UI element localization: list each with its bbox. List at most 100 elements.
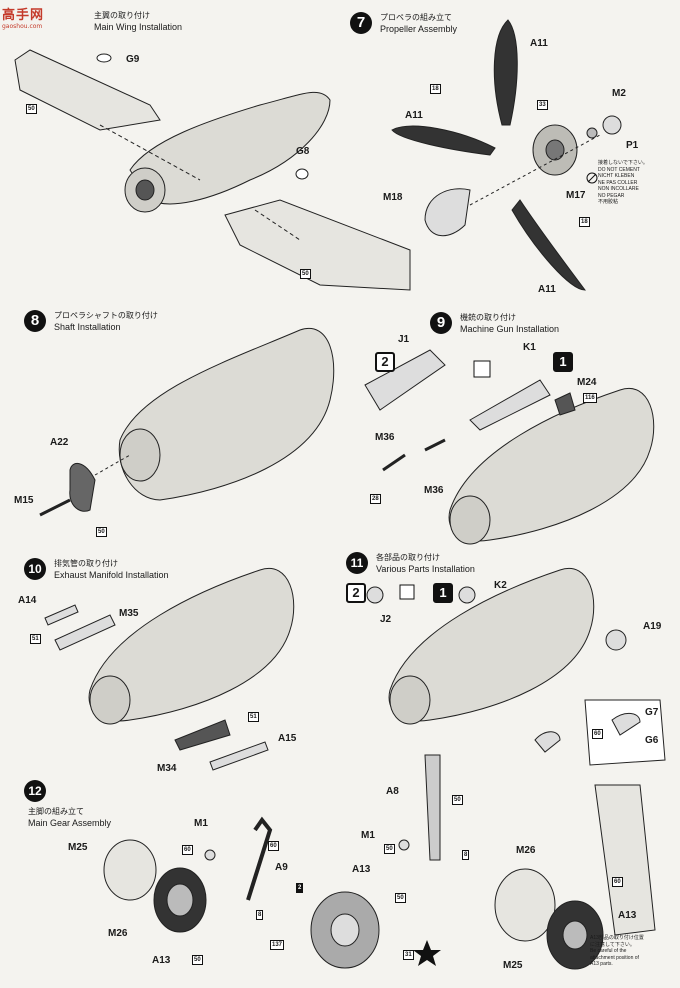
tag-60-m1: 60 (182, 845, 193, 855)
step8-number: 8 (24, 310, 46, 332)
a13-attachment-note: A13部品の取り付け位置 に注意して下さい。 Be careful of the… (590, 935, 644, 967)
main-gear-drawing (103, 754, 656, 970)
step11-title-jp: 各部品の取り付け (376, 553, 440, 562)
part-label-a8: A8 (386, 786, 399, 797)
option-box-1-step11: 1 (433, 583, 453, 603)
tag-8-right: 8 (462, 850, 470, 860)
step6-title-en: Main Wing Installation (94, 22, 183, 32)
step12-number: 12 (24, 780, 46, 802)
step10-title-en: Exhaust Manifold Installation (54, 570, 169, 580)
tag-50-a8: 50 (452, 795, 463, 805)
part-label-g7: G7 (645, 707, 659, 718)
step10-title-jp: 排気管の取り付け (54, 559, 118, 568)
step9-title-jp: 機銃の取り付け (460, 313, 516, 322)
tag-116: 116 (583, 393, 597, 403)
tag-28: 28 (370, 494, 381, 504)
part-label-a11-left: A11 (405, 110, 423, 121)
part-label-a11-bottom: A11 (538, 284, 556, 295)
part-label-j1: J1 (398, 334, 410, 345)
tag-50-m1-right: 50 (384, 844, 395, 854)
tag-60-a13-right: 60 (612, 877, 623, 887)
part-label-m35: M35 (119, 608, 139, 619)
tag-50-wing-right: 50 (300, 269, 311, 279)
part-label-m2: M2 (612, 88, 626, 99)
part-label-m24: M24 (577, 377, 597, 388)
main-wing-drawing (14, 49, 411, 291)
part-label-a15: A15 (278, 733, 297, 744)
part-label-m15: M15 (14, 495, 34, 506)
arrow-mark-icon-a (473, 360, 491, 378)
part-label-a22: A22 (50, 437, 69, 448)
shaft-installation-drawing (39, 327, 335, 517)
part-label-g9: G9 (126, 54, 140, 65)
part-label-m36-top: M36 (375, 432, 395, 443)
step7-title-jp: プロペラの組み立て (380, 13, 452, 22)
step10-number: 10 (24, 558, 46, 580)
part-label-a13-right: A13 (618, 910, 637, 921)
part-label-m25-left: M25 (68, 842, 88, 853)
tag-60-g6: 60 (592, 729, 603, 739)
step11-title-en: Various Parts Installation (376, 564, 475, 574)
step6-title-jp: 主翼の取り付け (94, 11, 150, 20)
tag-50-a13-mid: 50 (395, 893, 406, 903)
tag-51-bottom: 51 (248, 712, 259, 722)
step7-number: 7 (350, 12, 372, 34)
part-label-m34: M34 (157, 763, 177, 774)
option-box-1-step9: 1 (553, 352, 573, 372)
part-label-m17: M17 (566, 190, 586, 201)
tag-50-shaft: 50 (96, 527, 107, 537)
no-cement-icon (586, 172, 598, 184)
part-label-m26-left: M26 (108, 928, 128, 939)
tag-50-a13-left: 50 (192, 955, 203, 965)
various-parts-drawing (366, 567, 666, 766)
part-label-g6: G6 (645, 735, 659, 746)
part-label-m1-left: M1 (194, 818, 208, 829)
tag-51-top: 51 (30, 634, 41, 644)
tag-8-left: 8 (256, 910, 264, 920)
exhaust-drawing (44, 567, 295, 771)
step9-title-en: Machine Gun Installation (460, 324, 560, 334)
machine-gun-drawing (364, 349, 655, 545)
part-label-m36-bottom: M36 (424, 485, 444, 496)
site-watermark: 高手网 gaoshou.com (2, 4, 44, 30)
star-mark-icon (413, 940, 441, 966)
step12-title-jp: 主脚の組み立て (28, 807, 84, 816)
tag-31: 31 (403, 950, 414, 960)
part-label-a11-top: A11 (530, 38, 548, 49)
part-label-j2: J2 (380, 614, 392, 625)
watermark-text: 高手网 (2, 8, 45, 23)
tag-137: 137 (270, 940, 285, 950)
tag-33: 33 (537, 100, 548, 110)
tag-2-wheel: 2 (296, 883, 304, 893)
part-label-a13-left: A13 (152, 955, 171, 966)
part-label-k1: K1 (523, 342, 536, 353)
part-label-m26-right: M26 (516, 845, 536, 856)
tag-60-a9: 60 (268, 841, 279, 851)
step8-title-jp: プロペラシャフトの取り付け (54, 311, 158, 320)
option-box-2-step11: 2 (346, 583, 366, 603)
part-label-a19: A19 (643, 621, 662, 632)
step8-title-en: Shaft Installation (54, 322, 121, 332)
part-label-g8: G8 (296, 146, 310, 157)
part-label-p1: P1 (626, 140, 639, 151)
part-label-a9: A9 (275, 862, 288, 873)
step12-title-en: Main Gear Assembly (28, 818, 112, 828)
step11-number: 11 (346, 552, 368, 574)
part-label-m25-right: M25 (503, 960, 523, 971)
tag-50-wing-left: 50 (26, 104, 37, 114)
watermark-sub: gaoshou.com (2, 23, 43, 30)
step7-title-en: Propeller Assembly (380, 24, 458, 34)
step9-number: 9 (430, 312, 452, 334)
part-label-m1-right: M1 (361, 830, 375, 841)
part-label-a13-mid: A13 (352, 864, 371, 875)
arrow-mark-icon-b (399, 584, 415, 600)
no-cement-note: 接着しないで下さい。 DO NOT CEMENT NICHT KLEBEN NE… (598, 160, 648, 205)
tag-18-bottom: 18 (579, 217, 590, 227)
propeller-drawing (391, 19, 622, 291)
part-label-k2: K2 (494, 580, 507, 591)
tag-18-top: 18 (430, 84, 441, 94)
part-label-m18: M18 (383, 192, 403, 203)
option-box-2-step9: 2 (375, 352, 395, 372)
